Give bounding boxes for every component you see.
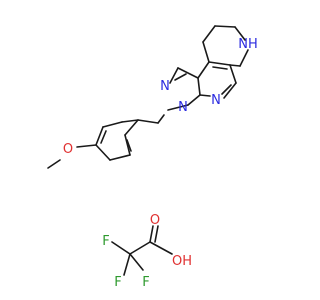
ether-oxygen-label: O xyxy=(63,142,73,157)
bond xyxy=(126,139,132,152)
bond xyxy=(239,49,249,67)
bond xyxy=(167,104,189,111)
bond xyxy=(109,154,131,161)
fluorine-bottom-label: F xyxy=(142,275,149,290)
bond xyxy=(234,26,246,41)
bond xyxy=(229,64,237,84)
bond xyxy=(197,61,210,79)
bond xyxy=(202,41,210,63)
pyridine-n-label: N xyxy=(211,93,221,108)
pyrazole-n2-label: N xyxy=(178,100,188,115)
bond xyxy=(212,66,228,70)
bond xyxy=(221,84,232,95)
bond xyxy=(177,67,199,79)
molecule-canvas: NH N N N O O OH F F F xyxy=(47,25,258,290)
bond xyxy=(95,126,104,146)
bond xyxy=(199,94,211,97)
bond xyxy=(214,25,236,28)
bond xyxy=(208,61,231,66)
carbonyl-oxygen-label: O xyxy=(150,213,160,228)
bond xyxy=(47,159,61,169)
structure-drawing: NH N N N O O OH F F F xyxy=(47,25,258,290)
bond xyxy=(174,73,187,81)
bond xyxy=(157,114,165,124)
bond xyxy=(95,144,111,161)
bond xyxy=(149,241,173,255)
bond xyxy=(124,134,131,156)
bond xyxy=(223,82,237,99)
bond xyxy=(129,253,144,271)
bond xyxy=(100,130,107,144)
bond xyxy=(137,119,159,124)
pyrazole-n1-label: N xyxy=(160,79,170,94)
bond xyxy=(197,77,201,96)
bond xyxy=(111,241,131,255)
bond xyxy=(129,241,151,255)
fluorine-top-label: F xyxy=(114,275,121,290)
nh-label: NH xyxy=(238,37,258,52)
fluorine-left-label: F xyxy=(102,234,109,249)
bond xyxy=(154,225,159,243)
acid-hydroxyl-label: OH xyxy=(172,254,192,269)
main-molecule-bonds xyxy=(47,25,249,169)
tfa-bonds xyxy=(111,225,173,276)
bond xyxy=(229,64,241,67)
bond xyxy=(187,94,201,106)
bond xyxy=(169,67,179,84)
bond xyxy=(202,25,216,43)
bond xyxy=(149,225,154,243)
bond xyxy=(102,121,123,128)
atom-labels: NH N N N O O OH F F F xyxy=(63,37,258,290)
bond xyxy=(76,144,97,148)
bond xyxy=(124,119,139,136)
bond xyxy=(121,119,139,123)
bond xyxy=(123,253,131,276)
